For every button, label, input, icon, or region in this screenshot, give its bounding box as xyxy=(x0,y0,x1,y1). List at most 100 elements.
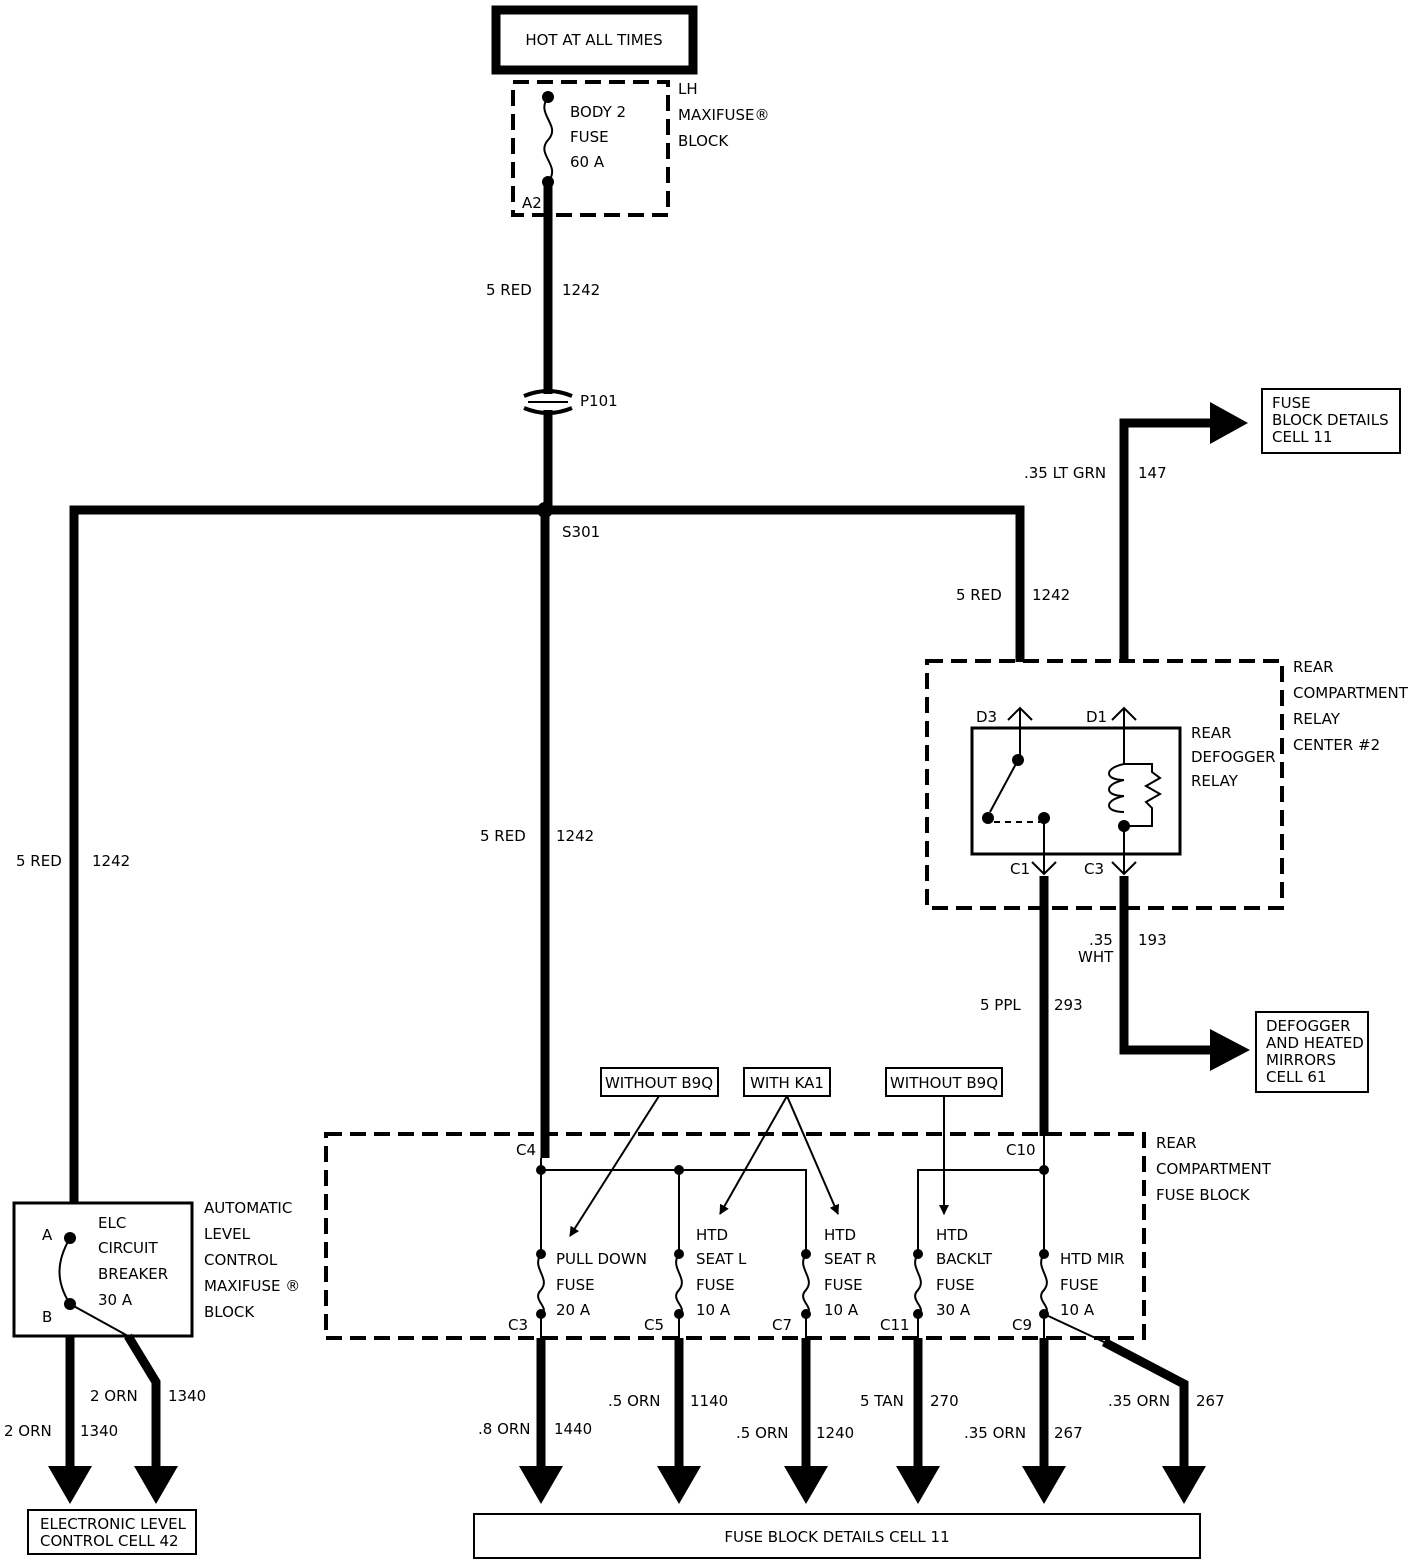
svg-text:270: 270 xyxy=(930,1392,959,1410)
connector-p101: P101 xyxy=(523,389,618,415)
svg-text:RELAY: RELAY xyxy=(1293,710,1341,728)
elc-maxifuse-block: A B ELC CIRCUIT BREAKER 30 A AUTOMATIC L… xyxy=(12,1199,300,1338)
wire-147 xyxy=(1119,418,1218,662)
svg-text:C5: C5 xyxy=(644,1316,664,1334)
fuse-htd-seat-l: HTD SEAT L FUSE 10 A xyxy=(674,1226,747,1338)
svg-text:C10: C10 xyxy=(1006,1141,1036,1159)
fuse-block-ref-top: FUSE BLOCK DETAILS CELL 11 xyxy=(1261,388,1401,454)
svg-text:FUSE: FUSE xyxy=(1060,1276,1099,1294)
svg-text:267: 267 xyxy=(1196,1392,1225,1410)
svg-text:RELAY: RELAY xyxy=(1191,772,1239,790)
wire-193 xyxy=(1119,876,1218,1055)
fuse-htd-mir: HTD MIR FUSE 10 A xyxy=(1039,1170,1125,1343)
wire-main-size: 5 RED xyxy=(486,281,532,299)
svg-text:MIRRORS: MIRRORS xyxy=(1266,1051,1336,1069)
svg-text:BREAKER: BREAKER xyxy=(98,1265,168,1283)
svg-text:REAR: REAR xyxy=(1191,724,1232,742)
elc-ref-box: ELECTRONIC LEVEL CONTROL CELL 42 xyxy=(27,1509,197,1555)
svg-text:BLOCK: BLOCK xyxy=(204,1303,255,1321)
svg-text:CENTER #2: CENTER #2 xyxy=(1293,736,1380,754)
maxifuse-pin-a2: A2 xyxy=(522,194,542,212)
wire-193-size2: WHT xyxy=(1078,948,1114,966)
wire-left-circuit: 1242 xyxy=(92,852,130,870)
svg-text:30 A: 30 A xyxy=(936,1301,971,1319)
svg-text:C4: C4 xyxy=(516,1141,536,1159)
arrow-to-defogger xyxy=(1210,1029,1250,1071)
svg-text:PULL DOWN: PULL DOWN xyxy=(556,1250,647,1268)
svg-text:WITH KA1: WITH KA1 xyxy=(750,1074,824,1092)
svg-text:C11: C11 xyxy=(880,1316,910,1334)
svg-text:FUSE BLOCK DETAILS CELL 11: FUSE BLOCK DETAILS CELL 11 xyxy=(724,1528,949,1546)
svg-text:FUSE: FUSE xyxy=(1272,394,1311,412)
rear-compartment-fuse-block: REAR COMPARTMENT FUSE BLOCK C4 C10 C3 C5… xyxy=(324,1132,1272,1343)
hot-at-all-times-label: HOT AT ALL TIMES xyxy=(525,31,662,49)
svg-text:1240: 1240 xyxy=(816,1424,854,1442)
svg-text:D3: D3 xyxy=(976,708,997,726)
pointer-pull-down xyxy=(569,1095,660,1237)
svg-text:COMPARTMENT: COMPARTMENT xyxy=(1156,1160,1272,1178)
wire-1340-right xyxy=(124,1333,161,1470)
svg-text:C9: C9 xyxy=(1012,1316,1032,1334)
arrow-to-fuse-block-top xyxy=(1210,402,1248,444)
svg-text:HTD MIR: HTD MIR xyxy=(1060,1250,1125,1268)
wire-right-circuit: 1242 xyxy=(1032,586,1070,604)
fuse-htd-backlt: HTD BACKLT FUSE 30 A xyxy=(913,1226,993,1338)
svg-text:.5 ORN: .5 ORN xyxy=(608,1392,661,1410)
svg-text:10 A: 10 A xyxy=(824,1301,859,1319)
svg-text:FUSE: FUSE xyxy=(824,1276,863,1294)
maxifuse-fuse-line1: BODY 2 xyxy=(570,103,626,121)
wire-left-size: 5 RED xyxy=(16,852,62,870)
wire-293-circuit: 293 xyxy=(1054,996,1083,1014)
pointer-seat-l xyxy=(719,1095,788,1215)
option-without-b9q-1: WITHOUT B9Q xyxy=(600,1067,719,1097)
svg-text:267: 267 xyxy=(1054,1424,1083,1442)
svg-text:30 A: 30 A xyxy=(98,1291,133,1309)
svg-text:LEVEL: LEVEL xyxy=(204,1225,251,1243)
wire-1340-branch xyxy=(69,1303,129,1337)
svg-text:10 A: 10 A xyxy=(696,1301,731,1319)
wire-center-circuit: 1242 xyxy=(556,827,594,845)
svg-text:DEFOGGER: DEFOGGER xyxy=(1266,1017,1351,1035)
wire-267-b xyxy=(1101,1338,1189,1470)
wire-147-size: .35 LT GRN xyxy=(1024,464,1106,482)
svg-text:HTD: HTD xyxy=(936,1226,968,1244)
svg-text:ELECTRONIC LEVEL: ELECTRONIC LEVEL xyxy=(40,1515,187,1533)
wire-193-circuit: 193 xyxy=(1138,931,1167,949)
svg-text:FUSE: FUSE xyxy=(556,1276,595,1294)
wire-147-circuit: 147 xyxy=(1138,464,1167,482)
svg-text:10 A: 10 A xyxy=(1060,1301,1095,1319)
svg-text:BLOCK DETAILS: BLOCK DETAILS xyxy=(1272,411,1389,429)
svg-text:ELC: ELC xyxy=(98,1214,126,1232)
svg-text:COMPARTMENT: COMPARTMENT xyxy=(1293,684,1408,702)
svg-text:FUSE: FUSE xyxy=(696,1276,735,1294)
svg-text:C3: C3 xyxy=(508,1316,528,1334)
svg-text:C1: C1 xyxy=(1010,860,1030,878)
svg-text:REAR: REAR xyxy=(1156,1134,1197,1152)
svg-text:WITHOUT B9Q: WITHOUT B9Q xyxy=(890,1074,998,1092)
maxifuse-name-line3: BLOCK xyxy=(678,132,729,150)
svg-text:2 ORN: 2 ORN xyxy=(4,1422,52,1440)
hot-at-all-times-box: HOT AT ALL TIMES xyxy=(491,5,698,75)
option-without-b9q-2: WITHOUT B9Q xyxy=(885,1067,1003,1097)
wire-main-circuit: 1242 xyxy=(562,281,600,299)
svg-text:C7: C7 xyxy=(772,1316,792,1334)
defogger-ref-box: DEFOGGER AND HEATED MIRRORS CELL 61 xyxy=(1255,1011,1369,1093)
svg-text:WITHOUT B9Q: WITHOUT B9Q xyxy=(605,1074,713,1092)
maxifuse-name-line2: MAXIFUSE® xyxy=(678,106,770,124)
fuse-htd-seat-r: HTD SEAT R FUSE 10 A xyxy=(801,1226,876,1338)
svg-text:AND HEATED: AND HEATED xyxy=(1266,1034,1364,1052)
svg-text:SEAT L: SEAT L xyxy=(696,1250,747,1268)
svg-text:C3: C3 xyxy=(1084,860,1104,878)
svg-text:.5 ORN: .5 ORN xyxy=(736,1424,789,1442)
fuse-pull-down: PULL DOWN FUSE 20 A xyxy=(536,1170,647,1338)
lh-maxifuse-block: BODY 2 FUSE 60 A A2 LH MAXIFUSE® BLOCK xyxy=(511,80,770,217)
wire-193-size1: .35 xyxy=(1089,931,1113,949)
elc-pin-b: B xyxy=(42,1308,52,1326)
svg-text:D1: D1 xyxy=(1086,708,1107,726)
svg-text:MAXIFUSE ®: MAXIFUSE ® xyxy=(204,1277,300,1295)
svg-text:FUSE BLOCK: FUSE BLOCK xyxy=(1156,1186,1251,1204)
svg-text:1140: 1140 xyxy=(690,1392,728,1410)
wire-right-size: 5 RED xyxy=(956,586,1002,604)
maxifuse-fuse-line3: 60 A xyxy=(570,153,605,171)
